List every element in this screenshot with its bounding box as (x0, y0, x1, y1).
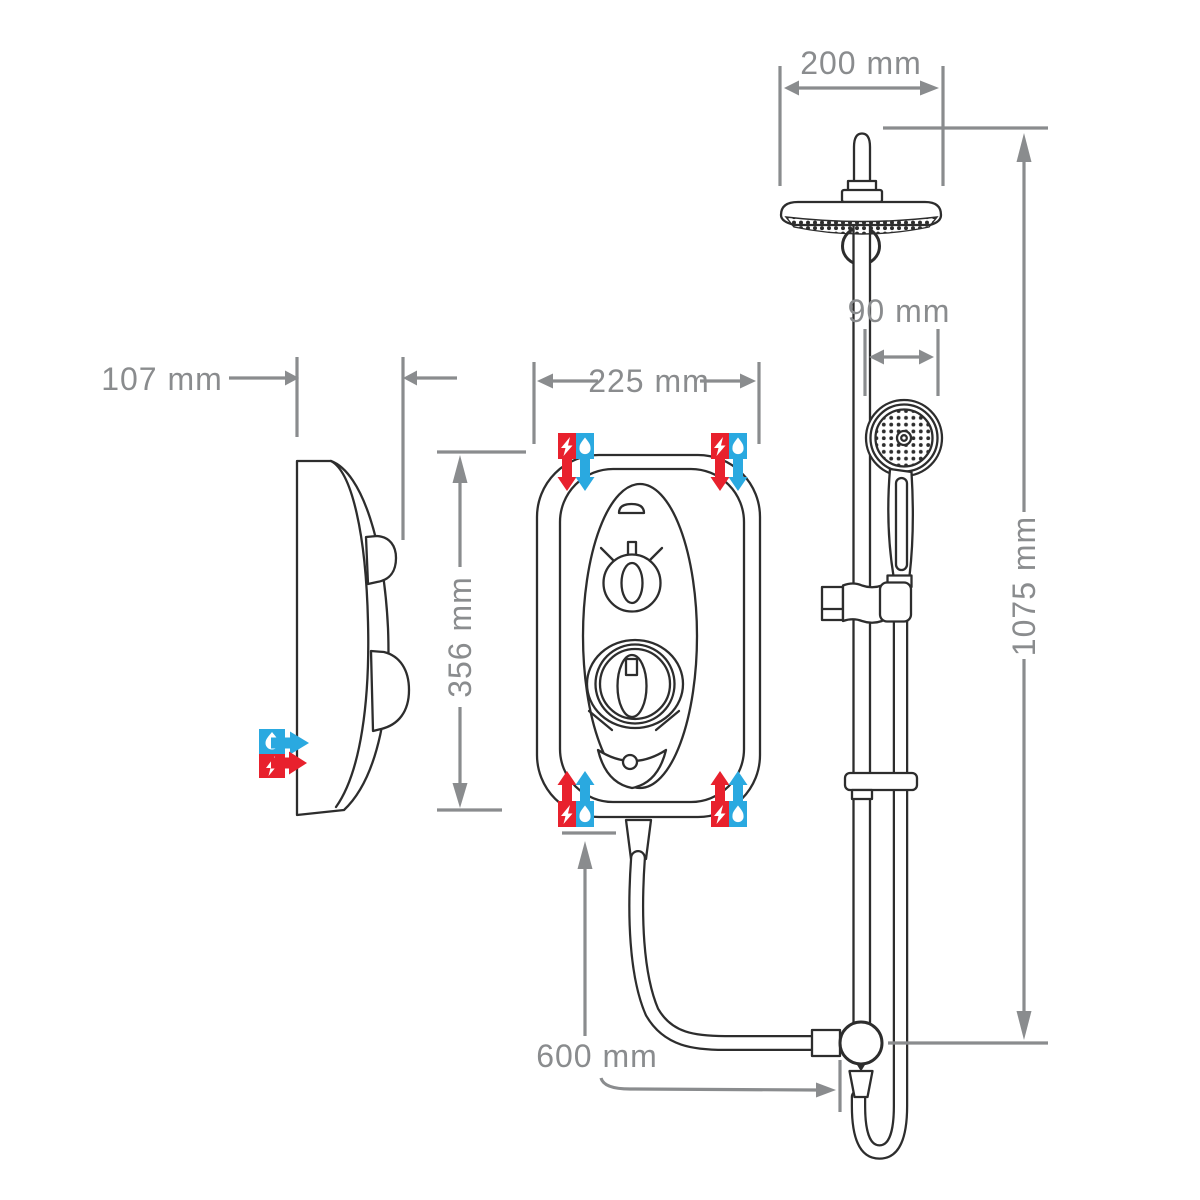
dimension-label-hose-run: 600 mm (536, 1038, 658, 1074)
slider-lock-knob (820, 585, 845, 622)
hose-elbow-joint (838, 1020, 884, 1099)
overhead-shower-head (779, 132, 943, 235)
dim-unit-height: 356 mm (437, 450, 526, 812)
wall-bracket (843, 771, 919, 792)
side-view-temperature-dial (369, 649, 411, 733)
power-knob-pointer (626, 540, 638, 557)
dial-grip-notch (624, 657, 639, 677)
side-view (295, 459, 411, 817)
electric-flow-arrow (710, 771, 730, 801)
elbow-joint-ball (838, 1020, 884, 1066)
front-view (535, 453, 842, 1058)
power-knob-grip (620, 561, 644, 605)
unit-hose-outlet (624, 818, 653, 861)
supply-icon-side (259, 729, 309, 778)
dial-mid-ring (594, 643, 676, 725)
dim-unit-depth: 107 mm (101, 357, 457, 540)
dial-grip (616, 653, 648, 719)
dim-handset-width: 90 mm (848, 293, 951, 396)
power-knob-tick-right (647, 546, 664, 563)
handset-center-dot (900, 434, 908, 442)
drencher-stem (852, 132, 872, 192)
lower-screw (621, 753, 639, 771)
dimension-label-handset-width: 90 mm (848, 293, 951, 329)
handset-shower-head (864, 398, 944, 478)
dim-unit-width: 225 mm (532, 362, 761, 444)
handset-handle (886, 467, 914, 589)
dimension-label-rail-height: 1075 mm (1006, 516, 1042, 656)
hose-end-fitting (810, 1028, 842, 1058)
elbow-joint-notch (856, 1064, 866, 1072)
side-view-power-knob (364, 534, 398, 586)
slider-body (841, 582, 884, 624)
dial-tick-left (587, 709, 614, 732)
water-flow-arrow (271, 731, 309, 755)
drencher-mount (840, 188, 884, 204)
side-view-cover-seam (329, 459, 370, 809)
supply-icon-front-top-left (557, 433, 595, 491)
shower-hose-core (630, 852, 820, 1049)
lightning-bolt-icon (561, 805, 573, 824)
dial-tick-right (654, 709, 681, 732)
dimension-label-unit-width: 225 mm (588, 363, 710, 399)
dimension-label-unit-height: 356 mm (442, 576, 478, 698)
supply-icon-front-bottom-left (557, 771, 595, 827)
supply-icon-front-top-right (710, 433, 748, 491)
slider-holder (820, 581, 913, 624)
handset-hose-core (853, 580, 906, 1158)
handset-cradle (878, 581, 913, 623)
dim-rail-height: 1075 mm (883, 126, 1048, 1045)
drencher-disc (779, 200, 943, 227)
drencher-spray-face (784, 216, 939, 235)
lightning-bolt-icon (714, 437, 726, 456)
water-flow-arrow (575, 771, 595, 801)
lightning-bolt-icon (714, 805, 726, 824)
electric-flow-arrow (271, 751, 307, 775)
water-drop-icon (579, 437, 591, 455)
water-flow-arrow (575, 459, 595, 491)
water-drop-icon (732, 805, 744, 823)
wall-bracket-collar (850, 788, 874, 801)
electric-flow-arrow (710, 459, 730, 491)
water-drop-icon (732, 437, 744, 455)
dimension-label-overhead-width: 200 mm (800, 45, 922, 81)
elbow-hose-fitting (848, 1069, 874, 1099)
side-view-body (295, 459, 390, 817)
power-knob-tick-left (599, 546, 616, 563)
dimension-annotations: 107 mm 225 mm 356 mm (101, 45, 1048, 1112)
water-drop-icon (579, 805, 591, 823)
power-knob (599, 540, 664, 613)
handle-grip-slot (894, 476, 909, 572)
supply-icon-front-bottom-right (710, 771, 748, 827)
shower-hose-outline (628, 850, 822, 1051)
dim-overhead-width: 200 mm (778, 45, 945, 186)
temperature-dial (585, 638, 685, 732)
electric-flow-arrow (557, 771, 577, 801)
front-face-oval (581, 482, 699, 790)
water-flow-arrow (728, 459, 748, 491)
dim-hose-run: 600 mm (536, 831, 842, 1112)
dimension-label-unit-depth: 107 mm (101, 361, 223, 397)
water-flow-arrow (728, 771, 748, 801)
handset-center-cap (895, 429, 913, 447)
electric-flow-arrow (557, 459, 577, 491)
top-vent-tab (617, 502, 646, 515)
riser-rail-view (779, 132, 944, 1160)
dial-inner-ring (598, 647, 672, 721)
lightning-bolt-icon (561, 437, 573, 456)
